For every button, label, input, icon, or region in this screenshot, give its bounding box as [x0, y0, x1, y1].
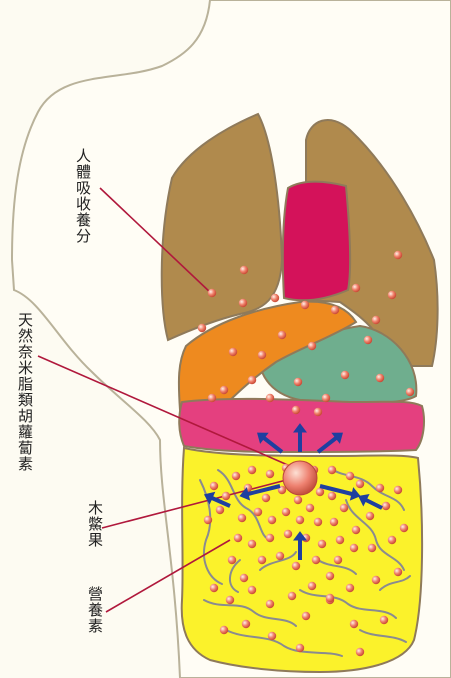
particle-dot-icon	[266, 534, 274, 542]
particle-dot-icon	[228, 556, 236, 564]
particle-dot-icon	[284, 530, 292, 538]
particle-dot-icon	[239, 299, 247, 307]
particle-dot-icon	[268, 632, 276, 640]
particle-dot-icon	[258, 556, 266, 564]
particle-dot-icon	[394, 486, 402, 494]
particle-dot-icon	[198, 324, 206, 332]
particle-dot-icon	[341, 371, 349, 379]
particle-dot-icon	[328, 492, 336, 500]
label-absorb: 人體吸收養分	[74, 148, 91, 244]
label-carotene: 天然奈米脂類胡蘿蔔素	[16, 312, 33, 472]
particle-dot-icon	[204, 516, 212, 524]
particle-dot-icon	[266, 600, 274, 608]
particle-dot-icon	[306, 504, 314, 512]
particle-dot-icon	[356, 480, 364, 488]
particle-dot-icon	[366, 512, 374, 520]
particle-dot-icon	[294, 496, 302, 504]
particle-dot-icon	[292, 406, 300, 414]
particle-dot-icon	[318, 540, 326, 548]
particle-dot-icon	[220, 626, 228, 634]
particle-dot-icon	[278, 331, 286, 339]
particle-dot-icon	[232, 472, 240, 480]
particle-dot-icon	[394, 251, 402, 259]
particle-dot-icon	[238, 514, 246, 522]
particle-dot-icon	[208, 394, 216, 402]
particle-dot-icon	[388, 291, 396, 299]
particle-dot-icon	[266, 394, 274, 402]
particle-dot-icon	[382, 502, 390, 510]
particle-dot-icon	[248, 376, 256, 384]
particle-dot-icon	[210, 584, 218, 592]
particle-dot-icon	[208, 289, 216, 297]
particle-dot-icon	[331, 306, 339, 314]
particle-dot-icon	[326, 572, 334, 580]
particle-dot-icon	[258, 351, 266, 359]
momordica-sphere-icon	[283, 461, 317, 495]
particle-dot-icon	[242, 620, 250, 628]
particle-dot-icon	[220, 386, 228, 394]
particle-dot-icon	[316, 488, 324, 496]
particle-dot-icon	[226, 596, 234, 604]
particle-dot-icon	[266, 470, 274, 478]
label-nutrient: 營養素	[86, 586, 103, 634]
label-momordica: 木鱉果	[86, 500, 103, 548]
particle-dot-icon	[248, 586, 256, 594]
particle-dot-icon	[271, 294, 279, 302]
particle-dot-icon	[326, 594, 334, 602]
particle-dot-icon	[296, 644, 304, 652]
particle-dot-icon	[376, 484, 384, 492]
particle-dot-icon	[294, 378, 302, 386]
particle-dot-icon	[380, 616, 388, 624]
heart	[283, 182, 350, 301]
particle-dot-icon	[301, 301, 309, 309]
particle-dot-icon	[288, 592, 296, 600]
particle-dot-icon	[364, 336, 372, 344]
particle-dot-icon	[248, 466, 256, 474]
particle-dot-icon	[372, 316, 380, 324]
particle-dot-icon	[352, 284, 360, 292]
particle-dot-icon	[330, 518, 338, 526]
particle-dot-icon	[229, 348, 237, 356]
particle-dot-icon	[350, 620, 358, 628]
particle-dot-icon	[312, 556, 320, 564]
particle-dot-icon	[276, 552, 284, 560]
particle-dot-icon	[262, 494, 270, 502]
particle-dot-icon	[302, 612, 310, 620]
particle-dot-icon	[222, 492, 230, 500]
particle-dot-icon	[308, 342, 316, 350]
particle-dot-icon	[248, 540, 256, 548]
particle-dot-icon	[388, 536, 396, 544]
particle-dot-icon	[322, 394, 330, 402]
particle-dot-icon	[356, 648, 364, 656]
particle-dot-icon	[234, 534, 242, 542]
particle-dot-icon	[308, 582, 316, 590]
particle-dot-icon	[372, 576, 380, 584]
particle-dot-icon	[336, 536, 344, 544]
particle-dot-icon	[254, 508, 262, 516]
particle-dot-icon	[296, 516, 304, 524]
particle-dot-icon	[406, 388, 414, 396]
particle-dot-icon	[394, 568, 402, 576]
particle-dot-icon	[292, 562, 300, 570]
particle-dot-icon	[268, 516, 276, 524]
particle-dot-icon	[346, 472, 354, 480]
particle-dot-icon	[350, 544, 358, 552]
particle-dot-icon	[240, 574, 248, 582]
particle-dot-icon	[346, 584, 354, 592]
particle-dot-icon	[314, 518, 322, 526]
particle-dot-icon	[210, 482, 218, 490]
particle-dot-icon	[334, 556, 342, 564]
particle-dot-icon	[400, 524, 408, 532]
particle-dot-icon	[340, 504, 348, 512]
particle-dot-icon	[314, 408, 322, 416]
particle-dot-icon	[282, 508, 290, 516]
particle-dot-icon	[352, 526, 360, 534]
particle-dot-icon	[376, 374, 384, 382]
particle-dot-icon	[328, 466, 336, 474]
particle-dot-icon	[216, 506, 224, 514]
particle-dot-icon	[240, 266, 248, 274]
particle-dot-icon	[368, 544, 376, 552]
